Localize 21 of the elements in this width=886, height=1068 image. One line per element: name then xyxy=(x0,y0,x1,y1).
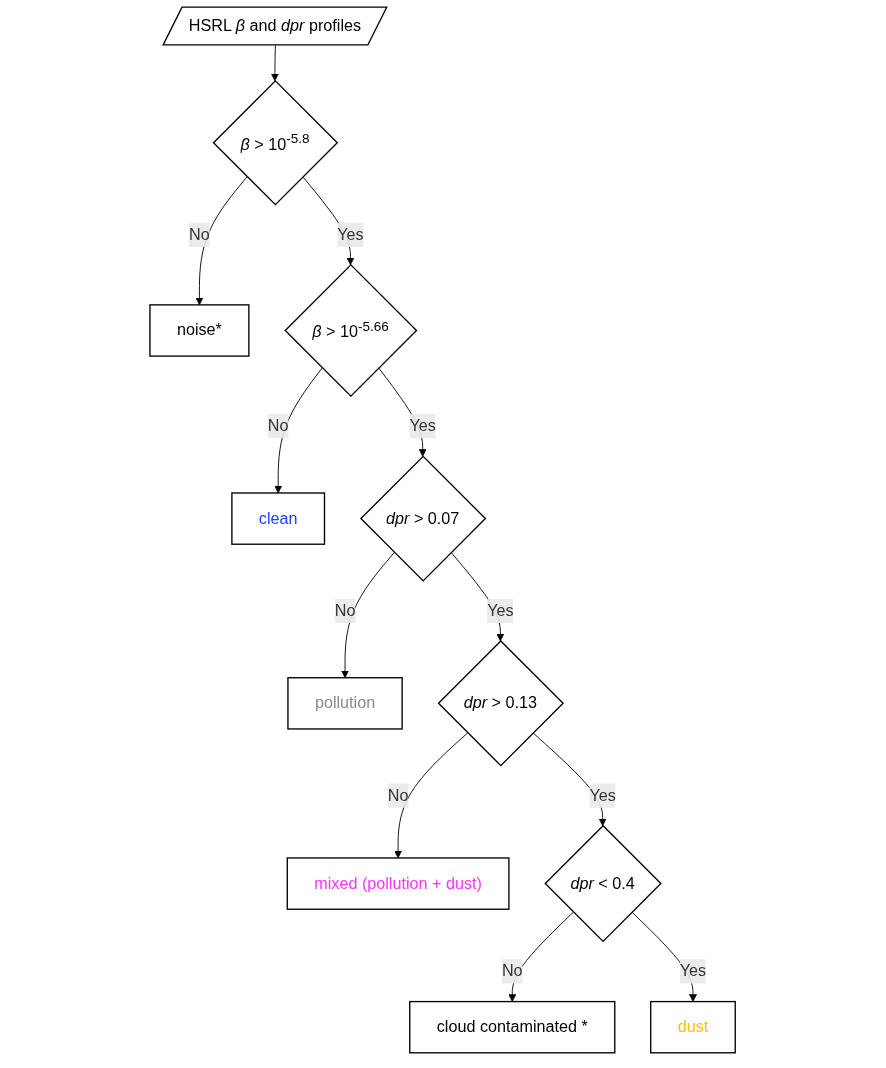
node-diamond: β > 10$^{-5.8}$ xyxy=(212,79,339,206)
edge-label: No xyxy=(502,962,524,981)
edge-label: Yes xyxy=(409,416,437,435)
node-diamond: dpr > 0.07 xyxy=(360,455,487,582)
node-diamond: dpr > 0.13 xyxy=(438,640,565,767)
edge-label: No xyxy=(268,416,289,435)
edge-label: Yes xyxy=(487,601,514,620)
edge-label: Yes xyxy=(680,962,707,981)
node-box: pollution xyxy=(287,677,404,730)
node-box: dust xyxy=(650,1000,737,1054)
node-box: mixed (pollution + dust) xyxy=(287,857,510,910)
edge-label: No xyxy=(189,225,211,244)
node-diamond: β > 10$^{-5.66}$ xyxy=(284,263,418,398)
edge-label: No xyxy=(335,601,356,620)
edge-label: Yes xyxy=(589,786,617,805)
node-box: cloud contaminated * xyxy=(409,1000,616,1054)
node-box: clean xyxy=(231,492,326,545)
edge-label: No xyxy=(388,786,409,805)
node-box: noise* xyxy=(149,304,250,357)
edge-label: Yes xyxy=(337,225,365,244)
node-diamond: dpr < 0.4 xyxy=(544,824,663,943)
